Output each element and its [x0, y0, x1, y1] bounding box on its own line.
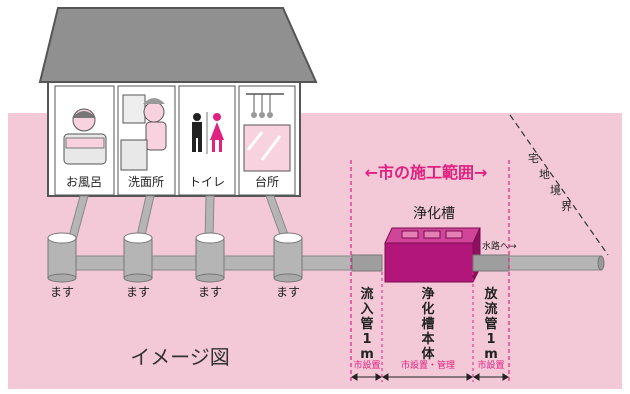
- house-roof: [38, 7, 318, 83]
- room-label-toilet: トイレ: [189, 175, 225, 189]
- masu-pit: ます: [123, 232, 153, 299]
- room-panel-bath: お風呂: [54, 85, 115, 196]
- kitchen-icon: [243, 93, 291, 172]
- room-panel-toilet: トイレ: [178, 85, 236, 196]
- masu-label: ます: [276, 285, 300, 299]
- image-caption: イメージ図: [130, 345, 230, 369]
- section-label-char: 入: [360, 302, 373, 317]
- bottom-arrows: [351, 373, 509, 381]
- boundary-line: [509, 114, 609, 256]
- room-label-kitchen: 台所: [255, 174, 279, 189]
- bathtub-icon: [63, 108, 107, 165]
- masu-group: ます ます ます ます: [47, 232, 303, 299]
- section-label-char: 1: [362, 332, 371, 347]
- section-label-char: m: [484, 347, 498, 362]
- section-owner: 市設置・管理: [401, 359, 455, 371]
- section-label-char: 放: [483, 286, 498, 302]
- boundary-char: 宅: [528, 151, 539, 165]
- section-label-char: 管: [360, 316, 373, 332]
- section-label-char: 浄: [421, 286, 434, 302]
- masu-pit: ます: [273, 232, 303, 299]
- scope-title: ←市の施工範囲→: [365, 163, 488, 182]
- outflow-pipe-extended: [508, 255, 602, 271]
- section-label-char: 流: [484, 301, 497, 317]
- section-label-char: 槽: [421, 316, 434, 332]
- inflow-pipe: [351, 254, 383, 272]
- section-label-char: 管: [484, 316, 497, 332]
- outflow-pipe: [472, 254, 510, 272]
- section-owner: 市設置: [353, 359, 380, 371]
- section-guides: [381, 272, 474, 382]
- section-label-char: m: [360, 347, 374, 362]
- masu-label: ます: [50, 285, 74, 299]
- masu-label: ます: [126, 285, 150, 299]
- section-label-char: 1: [486, 332, 495, 347]
- room-panel-kitchen: 台所: [238, 85, 296, 196]
- tank-label: 浄化槽: [413, 206, 455, 222]
- section-label-char: 化: [421, 301, 434, 317]
- boundary-char: 地: [539, 168, 550, 181]
- room-label-washroom: 洗面所: [128, 175, 164, 189]
- masu-pit: ます: [47, 232, 77, 299]
- section-owner: 市設置: [477, 359, 504, 371]
- toilet-icon: [192, 112, 224, 154]
- boundary-char: 境: [550, 183, 561, 197]
- section-label-char: 本: [421, 331, 434, 347]
- room-panel-washroom: 洗面所: [117, 85, 176, 196]
- washbasin-icon: [120, 94, 167, 171]
- boundary-char: 界: [561, 200, 572, 213]
- masu-label: ます: [198, 285, 222, 299]
- section-label-char: 流: [360, 286, 373, 302]
- masu-pit: ます: [195, 232, 225, 299]
- septic-tank: [384, 227, 481, 283]
- section-label-char: 体: [421, 346, 435, 362]
- room-label-bath: お風呂: [66, 175, 102, 189]
- water-label: 水路へ→: [482, 240, 517, 252]
- scope-guides: [350, 160, 510, 382]
